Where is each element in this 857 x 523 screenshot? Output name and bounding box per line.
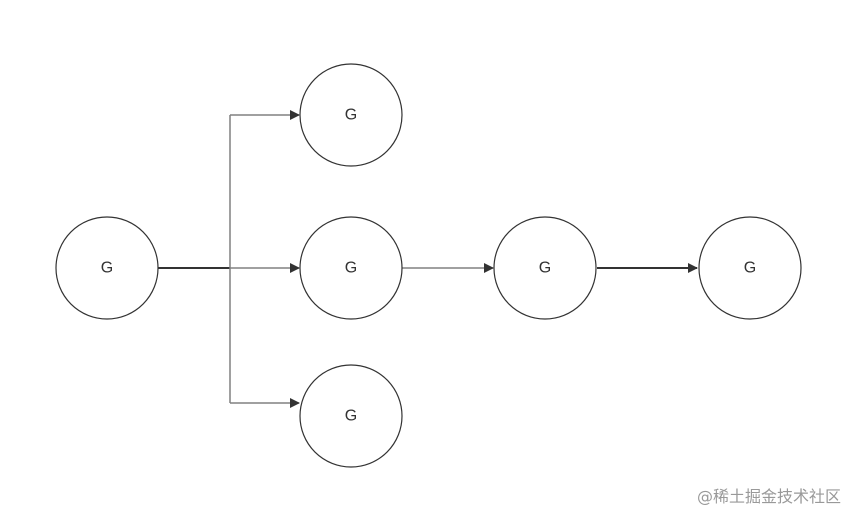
- watermark: @稀土掘金技术社区: [696, 487, 841, 506]
- node-top-circle: [299, 63, 403, 167]
- edges: [158, 110, 698, 408]
- node-last: G: [698, 216, 802, 320]
- node-root-circle: [55, 216, 159, 320]
- node-middle-label: G: [345, 260, 357, 277]
- node-bottom: G: [299, 364, 403, 468]
- node-top: G: [299, 63, 403, 167]
- node-top-label: G: [345, 107, 357, 124]
- node-last-label: G: [744, 260, 756, 277]
- node-root-label: G: [101, 260, 113, 277]
- node-bottom-label: G: [345, 408, 357, 425]
- node-middle: G: [299, 216, 403, 320]
- node-next: G: [493, 216, 597, 320]
- node-bottom-circle: [299, 364, 403, 468]
- node-root: G: [55, 216, 159, 320]
- node-last-circle: [698, 216, 802, 320]
- node-middle-circle: [299, 216, 403, 320]
- node-next-label: G: [539, 260, 551, 277]
- node-next-circle: [493, 216, 597, 320]
